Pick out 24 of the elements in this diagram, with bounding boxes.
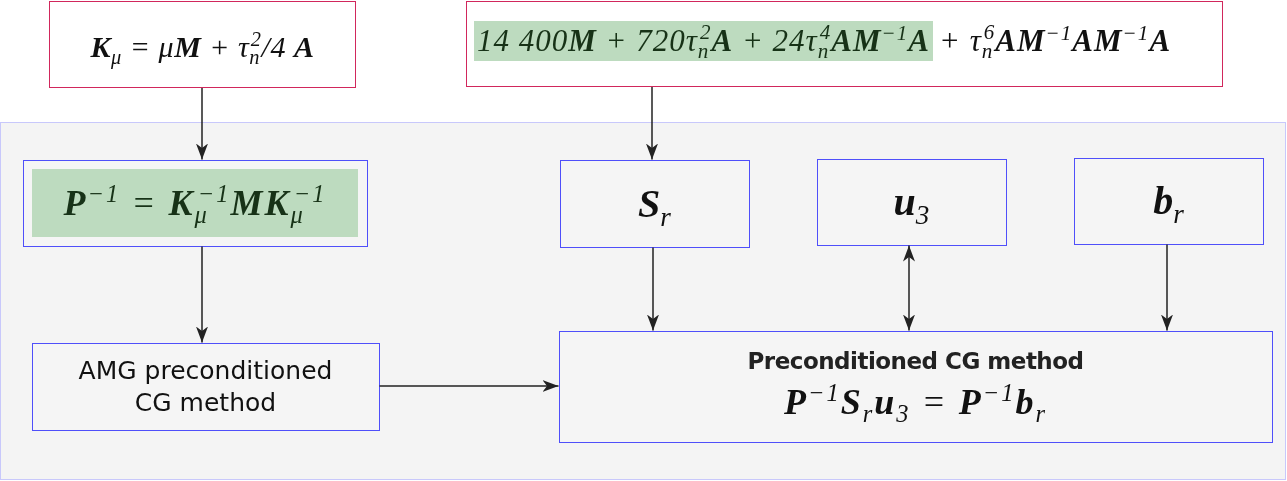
formula-text: + τ$_{n}$$^{6}$AM$^{−1}$AM$^{−1}$A [937,20,1172,62]
formula-box [22,159,368,247]
formula-text: b$_{r}$ [1153,177,1184,226]
double-arrow [903,244,915,332]
highlighted-formula: 14 400M + 720τ$_{n}$$^{2}$A + 24τ$_{n}$$^{4}$AM$^{−1}$A [474,20,933,62]
arrow [196,245,208,344]
process-box [558,330,1273,443]
formula-box [466,1,1223,87]
arrow [646,86,658,161]
process-box [31,342,380,431]
arrow [378,380,560,392]
formula-text: u$_{3}$ [893,178,930,227]
arrow [1161,243,1173,332]
label-text: AMG preconditioned CG method [77,355,334,418]
formula-box [49,1,356,88]
variable-box [1073,157,1264,245]
formula-text: S$_{r}$ [638,179,671,229]
variable-box [559,159,750,248]
heading-text: Preconditioned CG method [747,348,1084,376]
arrow [647,246,659,332]
formula-text: P$^{−1}$S$_{r}$u$_{3}$ = P$^{−1}$b$_{r}$ [783,379,1048,425]
variable-box [816,158,1007,246]
background-panel [0,122,1286,480]
arrow [196,87,208,161]
